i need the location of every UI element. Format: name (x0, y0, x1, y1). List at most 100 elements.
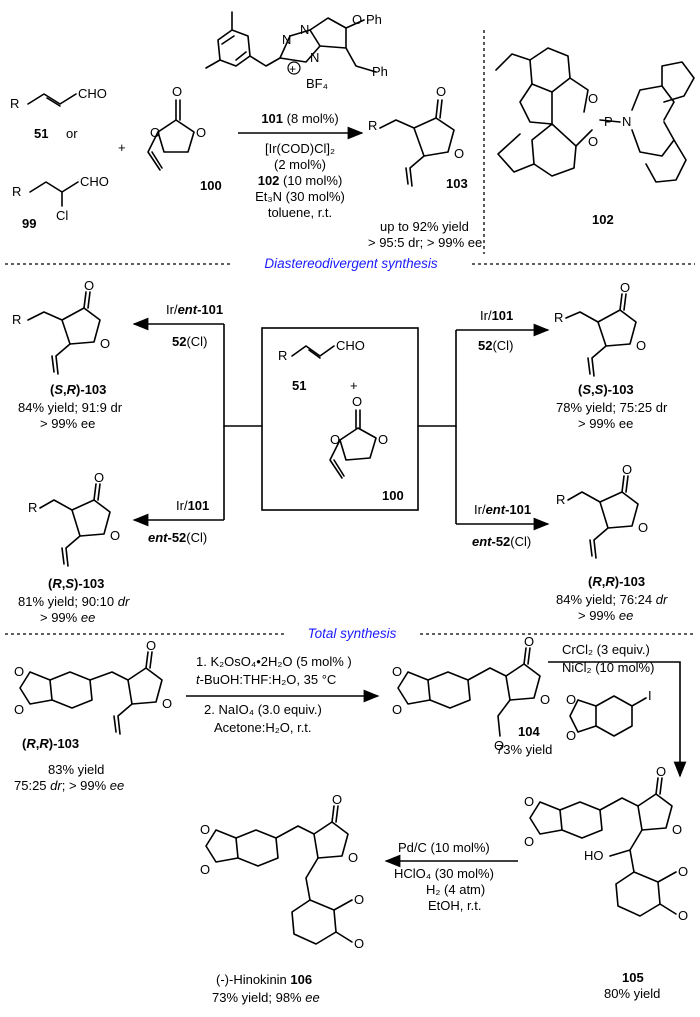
product-SS-yield: 78% yield; 75:25 dr (556, 400, 668, 415)
center-carbonate-100: O O O (329, 394, 388, 479)
o-label: O (378, 432, 388, 447)
o-label: O (524, 794, 534, 809)
o-label: O (330, 432, 340, 447)
o-label: O (392, 702, 402, 717)
ph-label: Ph (366, 12, 382, 27)
r-group-label: R (556, 492, 565, 507)
condition-line: 101 (8 mol%) (261, 111, 338, 126)
r-group-label: R (368, 118, 377, 133)
cl-label: Cl (56, 208, 68, 223)
reagent-tl-2: 52(Cl) (172, 334, 207, 349)
connector-left-upper (223, 324, 262, 427)
product-103-structure: O O R (368, 84, 464, 187)
o-label: O (172, 84, 182, 99)
reagent-br-2: ent-52(Cl) (472, 534, 531, 549)
o-label: O (436, 84, 446, 99)
product-RR-structure: O O R (556, 462, 648, 559)
section-title-total-synthesis: Total synthesis (308, 626, 397, 641)
iodine-label: I (648, 688, 652, 703)
reagent-tr-1: Ir/101 (480, 308, 513, 323)
catalyst-101-structure: N N N O Ph Ph + BF₄ (205, 11, 388, 91)
svg-text:+: + (289, 62, 296, 76)
arrow-step-3 (548, 661, 687, 778)
compound-104-structure: O O O O O (392, 634, 550, 753)
o-label: O (524, 834, 534, 849)
r-group-label: R (28, 500, 37, 515)
o-label: O (566, 728, 576, 743)
o-label: O (14, 664, 24, 679)
product-RS-yield: 81% yield; 90:10 dr (18, 594, 130, 609)
or-text: or (66, 126, 78, 141)
pd-line1: Pd/C (10 mol%) (398, 840, 490, 855)
o-label: O (678, 864, 688, 879)
o-label: O (494, 738, 504, 753)
product-SR-structure: O O R (12, 278, 110, 375)
o-label: O (524, 634, 534, 649)
compound-105-label: 105 (622, 970, 644, 985)
o-label: O (352, 12, 362, 27)
plus-sign: + (350, 378, 358, 393)
final-name: (-)-Hinokinin 106 (216, 972, 312, 987)
start-RR-103-structure: O O O O (14, 638, 172, 735)
product-RS-ee: > 99% ee (40, 610, 95, 625)
compound-105-yield: 80% yield (604, 986, 660, 1001)
step1-line2: t-BuOH:THF:H₂O, 35 °C (196, 672, 336, 687)
o-label: O (200, 862, 210, 877)
o-label: O (14, 702, 24, 717)
o-label: O (392, 664, 402, 679)
product-SR-name: (S,R)-103 (50, 382, 106, 397)
product-RS-name: (R,S)-103 (48, 576, 104, 591)
hinokinin-106-structure: O O O O O O (200, 792, 364, 951)
start-yield: 83% yield (48, 762, 104, 777)
o-label: O (84, 278, 94, 293)
product-SS-structure: O O R (554, 280, 646, 377)
o-label: O (678, 908, 688, 923)
pd-line3: H₂ (4 atm) (426, 882, 485, 897)
bf4-label: BF₄ (306, 76, 328, 91)
carbonate-100-structure: O O O (147, 84, 206, 171)
cho-label: CHO (80, 174, 109, 189)
ho-label: HO (584, 848, 604, 863)
o-label: O (110, 528, 120, 543)
r-group-label: R (554, 310, 563, 325)
o-label: O (638, 520, 648, 535)
o-label: O (200, 822, 210, 837)
cho-label: CHO (78, 86, 107, 101)
ligand-102-label: 102 (592, 212, 614, 227)
o-label: O (656, 764, 666, 779)
plus-sign: + (118, 140, 126, 155)
start-name: (R,R)-103 (22, 736, 79, 751)
o-label: O (196, 125, 206, 140)
compound-100-label: 100 (200, 178, 222, 193)
conditions-block: 101 (8 mol%) [Ir(COD)Cl]₂ (2 mol%) 102 (… (255, 111, 345, 220)
crcl-line2: NiCl₂ (10 mol%) (562, 660, 654, 675)
reactant-box (261, 327, 419, 511)
o-label: O (94, 470, 104, 485)
o-label: O (588, 134, 598, 149)
o-label: O (454, 146, 464, 161)
condition-line: [Ir(COD)Cl]₂ (265, 141, 335, 156)
n-label: N (310, 50, 319, 65)
cho-label: CHO (336, 338, 365, 353)
n-label: N (622, 114, 631, 129)
n-label: N (300, 22, 309, 37)
r-group-label: R (12, 184, 21, 199)
step2-line1: 2. NaIO₄ (3.0 equiv.) (204, 702, 322, 717)
r-group-label: R (278, 348, 287, 363)
aldehyde-51-structure: R CHO (10, 86, 107, 111)
product-SS-ee: > 99% ee (578, 416, 633, 431)
condition-line: 102 (10 mol%) (258, 173, 343, 188)
o-label: O (348, 850, 358, 865)
step2-line2: Acetone:H₂O, r.t. (214, 720, 312, 735)
pd-line4: EtOH, r.t. (428, 898, 481, 913)
product-RR-yield: 84% yield; 76:24 dr (556, 592, 668, 607)
o-label: O (354, 892, 364, 907)
o-label: O (588, 91, 598, 106)
ligand-102-structure: O O P N (495, 47, 695, 183)
reagent-bl-1: Ir/101 (176, 498, 209, 513)
o-label: O (622, 462, 632, 477)
product-RR-ee: > 99% ee (578, 608, 633, 623)
step1-line1: 1. K₂OsO₄•2H₂O (5 mol% ) (196, 654, 352, 669)
r-group-label: R (10, 96, 19, 111)
